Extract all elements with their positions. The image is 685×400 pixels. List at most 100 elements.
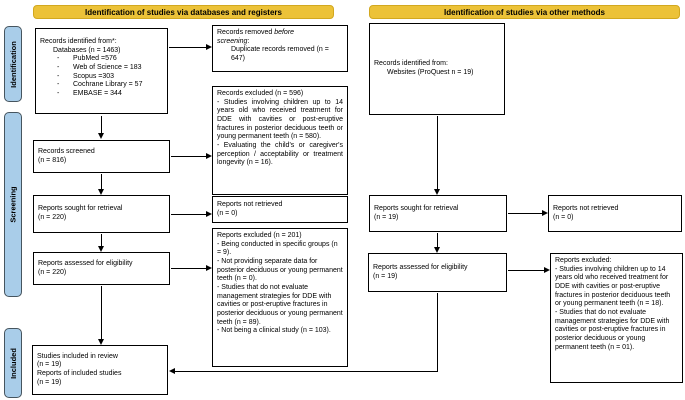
source-text: Cochrane Library = 57 [73, 81, 143, 89]
arrow-line [508, 213, 542, 214]
header-other-methods: Identification of studies via other meth… [369, 5, 680, 19]
exclusion-reason: - Studies involving children up to 14 ye… [217, 98, 343, 141]
arrow-right-icon [542, 210, 548, 216]
box-line: Reports sought for retrieval [374, 204, 459, 212]
box-reports-sought-right: Reports sought for retrieval (n = 19) [369, 195, 507, 232]
box-line: Records screened [38, 147, 95, 155]
arrow-right-icon [206, 265, 212, 271]
box-count: (n = 0) [217, 209, 238, 217]
bullet: - [57, 72, 60, 80]
text: : [247, 37, 250, 45]
box-count: (n = 19) [37, 378, 62, 386]
box-title: Records excluded (n = 596) [217, 90, 304, 97]
box-count: (n = 19) [37, 361, 62, 369]
box-count: (n = 19) [374, 213, 399, 221]
box-reports-assessed-left: Reports assessed for eligibility (n = 22… [33, 252, 170, 285]
box-count: (n = 19) [373, 272, 398, 280]
box-subtitle: Databases (n = 1463) [53, 46, 121, 54]
bullet: - [57, 55, 60, 63]
box-records-screened: Records screened (n = 816) [33, 140, 170, 173]
arrow-line [101, 174, 102, 189]
box-reports-assessed-right: Reports assessed for eligibility (n = 19… [368, 253, 507, 292]
box-reports-not-retrieved-right: Reports not retrieved (n = 0) [548, 195, 682, 232]
box-reports-not-retrieved-left: Reports not retrieved (n = 0) [212, 196, 348, 223]
box-records-removed: Records removed before screening: Duplica… [212, 25, 348, 72]
arrow-line [175, 371, 438, 372]
arrow-line [508, 270, 544, 271]
phase-label-text: Identification [8, 40, 18, 88]
arrow-line [101, 234, 102, 246]
box-title: Reports excluded (n = 201) [217, 232, 302, 239]
box-records-identified-databases: Records identified from*: Databases (n =… [35, 28, 168, 114]
arrow-right-icon [206, 153, 212, 159]
arrow-line [101, 286, 102, 339]
exclusion-reason: - Being conducted in specific groups (n … [217, 240, 338, 257]
exclusion-reason: - Not being a clinical study (n = 103). [217, 327, 331, 335]
source-item: - Cochrane Library = 57 [40, 81, 163, 90]
box-title: Records identified from*: [40, 38, 117, 45]
box-line: Reports not retrieved [217, 200, 283, 208]
source-text: EMBASE = 344 [73, 90, 122, 98]
source-item: - Web of Science = 183 [40, 64, 163, 73]
box-line: Reports not retrieved [553, 204, 619, 212]
source-item: - PubMed =576 [40, 55, 163, 64]
arrow-line [171, 156, 206, 157]
phase-label-identification: Identification [4, 26, 22, 102]
exclusion-reason: - Not providing separate data for poster… [217, 258, 343, 283]
box-reports-excluded-left: Reports excluded (n = 201) - Being condu… [212, 228, 348, 367]
arrow-down-icon [434, 189, 440, 195]
arrow-right-icon [206, 44, 212, 50]
bullet: - [57, 90, 60, 98]
arrow-line [101, 116, 102, 133]
bullet: - [57, 81, 60, 89]
box-title: Reports excluded: [555, 257, 612, 264]
box-studies-included: Studies included in review (n = 19) Repo… [32, 345, 168, 395]
arrow-right-icon [206, 211, 212, 217]
box-line: Studies included in review [37, 352, 118, 360]
box-records-identified-websites: Records identified from: Websites (ProQu… [369, 23, 505, 115]
box-reports-sought-left: Reports sought for retrieval (n = 220) [33, 195, 170, 233]
arrow-down-icon [98, 133, 104, 139]
exclusion-reason: - Evaluating the child's or caregiver's … [217, 142, 343, 167]
arrow-line [437, 233, 438, 247]
source-text: PubMed =576 [73, 55, 117, 63]
arrow-right-icon [544, 267, 550, 273]
source-item: - EMBASE = 344 [40, 90, 163, 99]
box-records-excluded: Records excluded (n = 596) - Studies inv… [212, 86, 348, 195]
phase-label-screening: Screening [4, 112, 22, 297]
box-subtitle: Websites (ProQuest n = 19) [387, 69, 474, 76]
bullet: - [57, 64, 60, 72]
arrow-line [169, 47, 206, 48]
header-databases-registers: Identification of studies via databases … [33, 5, 334, 19]
arrow-down-icon [98, 246, 104, 252]
arrow-down-icon [434, 247, 440, 253]
box-count: (n = 220) [38, 214, 67, 221]
text: Records removed [217, 29, 275, 36]
box-line: Reports sought for retrieval [38, 205, 123, 213]
box-reports-excluded-right: Reports excluded: - Studies involving ch… [550, 253, 683, 383]
text-italic: screening [217, 37, 248, 45]
box-count: (n = 0) [553, 213, 574, 221]
box-line: Reports assessed for eligibility [38, 259, 133, 267]
source-text: Scopus =303 [73, 72, 115, 80]
box-count: (n = 816) [38, 156, 67, 164]
box-count: (n = 220) [38, 268, 67, 276]
arrow-down-icon [98, 189, 104, 195]
arrow-left-icon [169, 368, 175, 374]
arrow-line [437, 293, 438, 372]
box-title: Records removed before screening: [217, 29, 343, 46]
phase-label-text: Included [8, 347, 18, 379]
arrow-line [171, 268, 206, 269]
header-label: Identification of studies via databases … [85, 7, 282, 17]
exclusion-reason: - Studies that do not evaluate managemen… [555, 309, 670, 351]
exclusion-reason: - Studies involving children up to 14 ye… [555, 265, 671, 308]
source-item: - Scopus =303 [40, 73, 163, 82]
box-detail: Duplicate records removed (n = 647) [231, 46, 329, 63]
text-italic: before [274, 29, 295, 36]
arrow-line [437, 116, 438, 189]
arrow-line [171, 214, 206, 215]
phase-label-text: Screening [8, 186, 18, 223]
box-title: Records identified from: [374, 60, 448, 68]
arrow-down-icon [98, 339, 104, 345]
